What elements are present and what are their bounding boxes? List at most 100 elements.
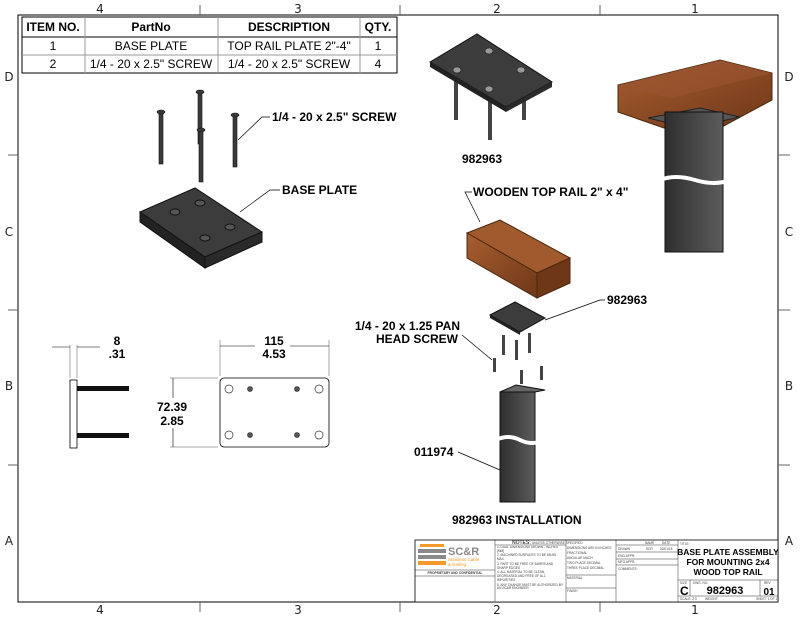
zone-col-4-bottom: 4 <box>96 603 104 617</box>
title-label: TITLE: <box>680 542 690 546</box>
post <box>495 384 546 503</box>
bom-cell: 1 <box>375 39 382 53</box>
bom-header-description: DESCRIPTION <box>248 20 330 34</box>
callout-pan-screw-line2: HEAD SCREW <box>376 332 459 346</box>
bom-cell: 1/4 - 20 x 2.5" SCREW <box>90 57 213 71</box>
drawing-title-line3: WOOD TOP RAIL <box>693 567 762 577</box>
proprietary-label: PROPRIETARY AND CONFIDENTIAL <box>428 571 483 575</box>
dim-height-in: 2.85 <box>160 414 184 428</box>
mfg-appr-label: MFG APPR. <box>618 560 635 564</box>
dim-width-mm: 115 <box>264 334 284 348</box>
dim-thickness-mm: 8 <box>114 334 121 348</box>
dim-thickness-in: .31 <box>109 347 126 361</box>
drawn-label: DRAWN <box>618 547 631 551</box>
logo-sub1: Stainless Cable <box>448 557 480 562</box>
bom-cell: 2 <box>50 57 57 71</box>
bom-header-partno: PartNo <box>131 20 170 34</box>
scale-label: SCALE: 2:3 <box>680 597 697 601</box>
zone-row-b: B <box>5 379 13 393</box>
zone-col-1-bottom: 1 <box>691 603 699 617</box>
installation-label: 982963 INSTALLATION <box>452 513 582 527</box>
side-view <box>52 345 129 449</box>
leader-line <box>237 116 270 141</box>
zone-col-3: 3 <box>294 2 302 16</box>
note-4: 4. ALL MATERIAL TO BE CLEAN, DEGREASED A… <box>497 570 546 583</box>
finish-label: FINISH <box>567 589 578 593</box>
zone-col-1: 1 <box>691 2 699 16</box>
zone-col-2-bottom: 2 <box>493 603 501 617</box>
callout-part-iso: 982963 <box>462 152 502 166</box>
title-block: SC&R Stainless Cable & Railing PROPRIETA… <box>414 539 779 603</box>
sheet-label: SHEET 1 OF 1 <box>756 597 777 601</box>
bom-cell: TOP RAIL PLATE 2"-4" <box>227 39 350 53</box>
zone-col-4: 4 <box>96 2 104 16</box>
tolerance-0: DIMENSIONS ARE IN INCHES <box>567 546 611 550</box>
zone-col-2: 2 <box>493 2 501 16</box>
callout-wooden-rail: WOODEN TOP RAIL 2" x 4" <box>473 185 628 199</box>
notes-label: NOTES: <box>512 540 531 546</box>
notes-list: 1. DUAL DIMENSIONS SHOWN - INCHES [MM] 2… <box>497 546 563 591</box>
zone-row-d-right: D <box>784 70 793 84</box>
date-header: DATE <box>662 541 670 545</box>
note-5: 5. ANY CHANGE MUST BE AUTHORIZED BY AN S… <box>497 582 563 591</box>
note-3: 3. PART TO BE FREE OF BURRS AND SHARP ED… <box>497 561 554 570</box>
callout-post: 011974 <box>414 445 454 459</box>
sc-r-logo: SC&R Stainless Cable & Railing <box>418 544 480 567</box>
comments-label: COMMENTS: <box>618 567 638 571</box>
drawing-title-line1: BASE PLATE ASSEMBLY <box>677 547 779 557</box>
logo-sub2: & Railing <box>448 562 467 567</box>
drawing-title-line2: FOR MOUNTING 2x4 <box>686 557 769 567</box>
base-plate-iso <box>138 187 264 269</box>
note-1: 1. DUAL DIMENSIONS SHOWN - INCHES [MM] <box>497 546 558 553</box>
zone-row-a-right: A <box>785 534 794 548</box>
bom-cell: BASE PLATE <box>115 39 187 53</box>
rev-value: 01 <box>763 587 775 598</box>
callout-pan-screw-line1: 1/4 - 20 x 1.25 PAN <box>355 319 460 333</box>
notes-sub: UNLESS OTHERWISE SPECIFIED <box>532 541 583 545</box>
drawn-date: 02/01/18 <box>660 547 673 551</box>
size-value: C <box>680 584 689 598</box>
callout-base-plate: BASE PLATE <box>282 183 357 197</box>
bom-cell: 1/4 - 20 x 2.5" SCREW <box>228 57 351 71</box>
bom-cell: 1 <box>50 39 57 53</box>
zone-row-c-right: C <box>785 225 793 239</box>
wooden-rail <box>465 219 572 299</box>
zone-row-b-right: B <box>785 379 793 393</box>
plate-assembly-iso <box>429 33 553 140</box>
installed-assembly <box>617 59 773 253</box>
tolerance-2: ANGULAR MACH <box>567 556 593 560</box>
size-label: SIZE <box>680 581 687 585</box>
sheet-border <box>8 5 790 612</box>
callout-plate: 982963 <box>607 293 647 307</box>
zone-col-3-bottom: 3 <box>294 603 302 617</box>
leader-line <box>464 191 481 223</box>
tolerance-1: FRACTIONAL <box>567 551 587 555</box>
bom-header-item: ITEM NO. <box>26 20 79 34</box>
bill-of-materials: ITEM NO. PartNo DESCRIPTION QTY. 1 BASE … <box>21 16 398 74</box>
leader-line <box>544 299 605 321</box>
drawn-name: SCR <box>646 547 653 551</box>
leader-line <box>239 189 280 213</box>
leader-line <box>457 451 501 471</box>
rev-label: REV <box>764 581 771 585</box>
bom-cell: 4 <box>375 57 382 71</box>
dim-width-in: 4.53 <box>262 347 286 361</box>
leader-line <box>461 334 493 361</box>
zone-row-c: C <box>5 225 13 239</box>
screws-exploded <box>156 89 240 183</box>
zone-row-d: D <box>4 70 13 84</box>
logo-text: SC&R <box>448 546 479 558</box>
dwg-no-label: DWG. NO. <box>693 581 708 585</box>
weight-label: WEIGHT: <box>705 597 718 601</box>
zone-labels: 4 3 2 1 4 3 2 1 D C B A D C B A <box>4 2 794 617</box>
callout-screw: 1/4 - 20 x 2.5" SCREW <box>272 110 397 124</box>
dim-height-mm: 72.39 <box>157 400 187 414</box>
small-plate <box>488 301 547 384</box>
material-label: MATERIAL <box>567 576 583 580</box>
tolerance-4: THREE PLACE DECIMAL <box>567 566 604 570</box>
dwg-number: 982963 <box>707 585 744 597</box>
note-2: 2. MACHINED SURFACES TO BE 63UIN MAX. <box>497 553 556 562</box>
bom-header-qty: QTY. <box>365 20 392 34</box>
eng-appr-label: ENG APPR. <box>618 554 635 558</box>
